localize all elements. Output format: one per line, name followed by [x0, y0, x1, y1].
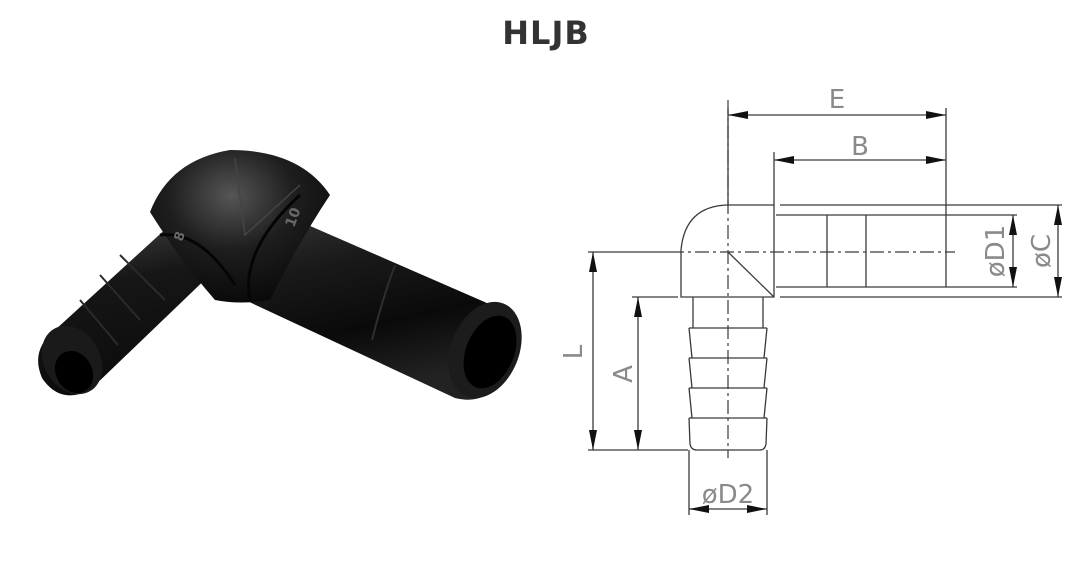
label-l: L — [559, 344, 589, 359]
label-d2: øD2 — [702, 480, 754, 510]
label-a: A — [609, 365, 639, 383]
product-title: HLJB — [502, 14, 590, 52]
label-c: øC — [1027, 234, 1057, 268]
elbow-body — [150, 150, 330, 303]
centerlines — [670, 100, 955, 458]
product-photo: 8 10 — [38, 150, 522, 400]
label-d1: øD1 — [981, 225, 1011, 277]
label-b: B — [851, 132, 869, 162]
stem-tube — [245, 205, 522, 400]
barb-tube — [38, 225, 215, 396]
stem-size-marking: 10 — [283, 205, 305, 229]
label-e: E — [829, 85, 845, 115]
